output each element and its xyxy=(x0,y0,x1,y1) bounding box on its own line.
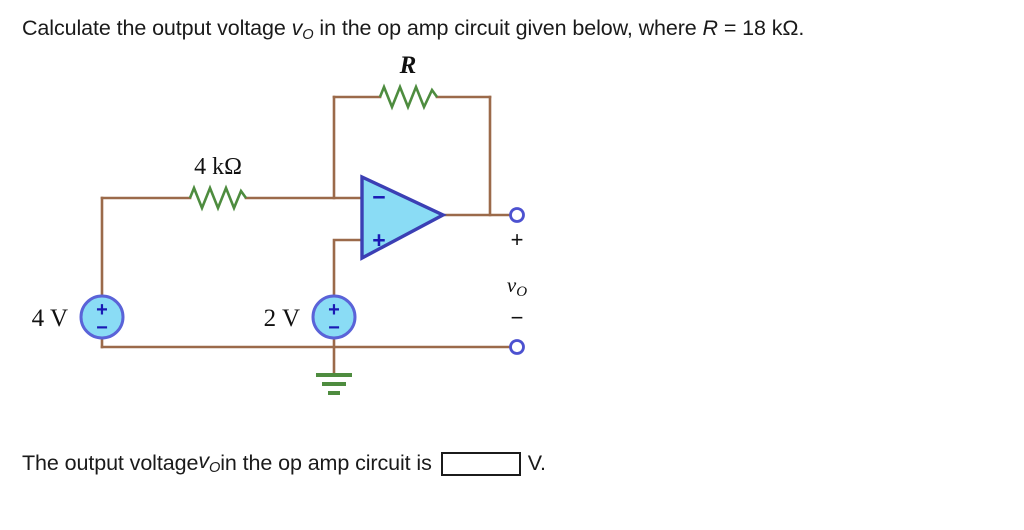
output-terminal-positive xyxy=(509,207,525,223)
source-2v-plus-symbol: + xyxy=(328,299,340,321)
answer-middle: in the op amp circuit is xyxy=(220,450,432,475)
answer-prefix: The output voltage xyxy=(22,450,199,475)
circuit-wires xyxy=(100,95,517,377)
answer-unit: V. xyxy=(527,450,546,475)
question-param-value: = 18 kΩ. xyxy=(723,16,805,40)
output-minus-label: − xyxy=(511,305,524,330)
source-4v-minus-symbol: − xyxy=(96,317,108,339)
voltage-source-4v-label: 4 V xyxy=(32,305,68,332)
output-terminals xyxy=(509,207,525,355)
question-prefix: Calculate the output voltage xyxy=(22,16,292,40)
answer-voltage-symbol: vO xyxy=(198,446,220,479)
question-voltage-symbol-subscript: O xyxy=(302,27,314,44)
question-middle: in the op amp circuit given below, where xyxy=(313,16,703,40)
output-terminal-negative xyxy=(509,339,525,355)
voltage-source-4v: + − xyxy=(79,294,125,340)
output-voltage-symbol-base: v xyxy=(507,273,517,297)
voltage-source-2v: + − xyxy=(311,294,357,340)
output-plus-label: + xyxy=(511,227,524,252)
question-voltage-symbol-base: v xyxy=(291,16,303,40)
source-2v-minus-symbol: − xyxy=(328,317,340,339)
op-amp-symbol: − + xyxy=(360,174,447,261)
input-resistor-symbol xyxy=(188,184,248,212)
op-amp-inverting-label: − xyxy=(372,184,385,210)
input-resistor-label: 4 kΩ xyxy=(194,154,242,180)
answer-voltage-symbol-base: v xyxy=(198,449,209,473)
feedback-resistor-symbol xyxy=(378,83,439,111)
ground-icon xyxy=(316,373,352,395)
output-voltage-symbol-subscript: O xyxy=(516,284,527,300)
output-voltage-label: vO xyxy=(507,273,527,300)
op-amp-noninverting-label: + xyxy=(372,227,385,253)
answer-prompt: The output voltage vO in the op amp circ… xyxy=(22,446,546,479)
circuit-diagram: R 4 kΩ − + + − 4 V + − 2 V + − vO xyxy=(0,48,600,408)
answer-input[interactable] xyxy=(440,451,521,476)
source-4v-plus-symbol: + xyxy=(96,299,108,321)
feedback-resistor-label: R xyxy=(399,52,417,79)
question-voltage-symbol: vO xyxy=(291,16,314,44)
question-prompt: Calculate the output voltage vO in the o… xyxy=(22,14,804,45)
wire-noninverting-to-source xyxy=(332,238,364,302)
voltage-source-2v-label: 2 V xyxy=(264,305,300,332)
question-param-symbol: R xyxy=(702,16,719,40)
answer-voltage-symbol-subscript: O xyxy=(208,460,221,477)
